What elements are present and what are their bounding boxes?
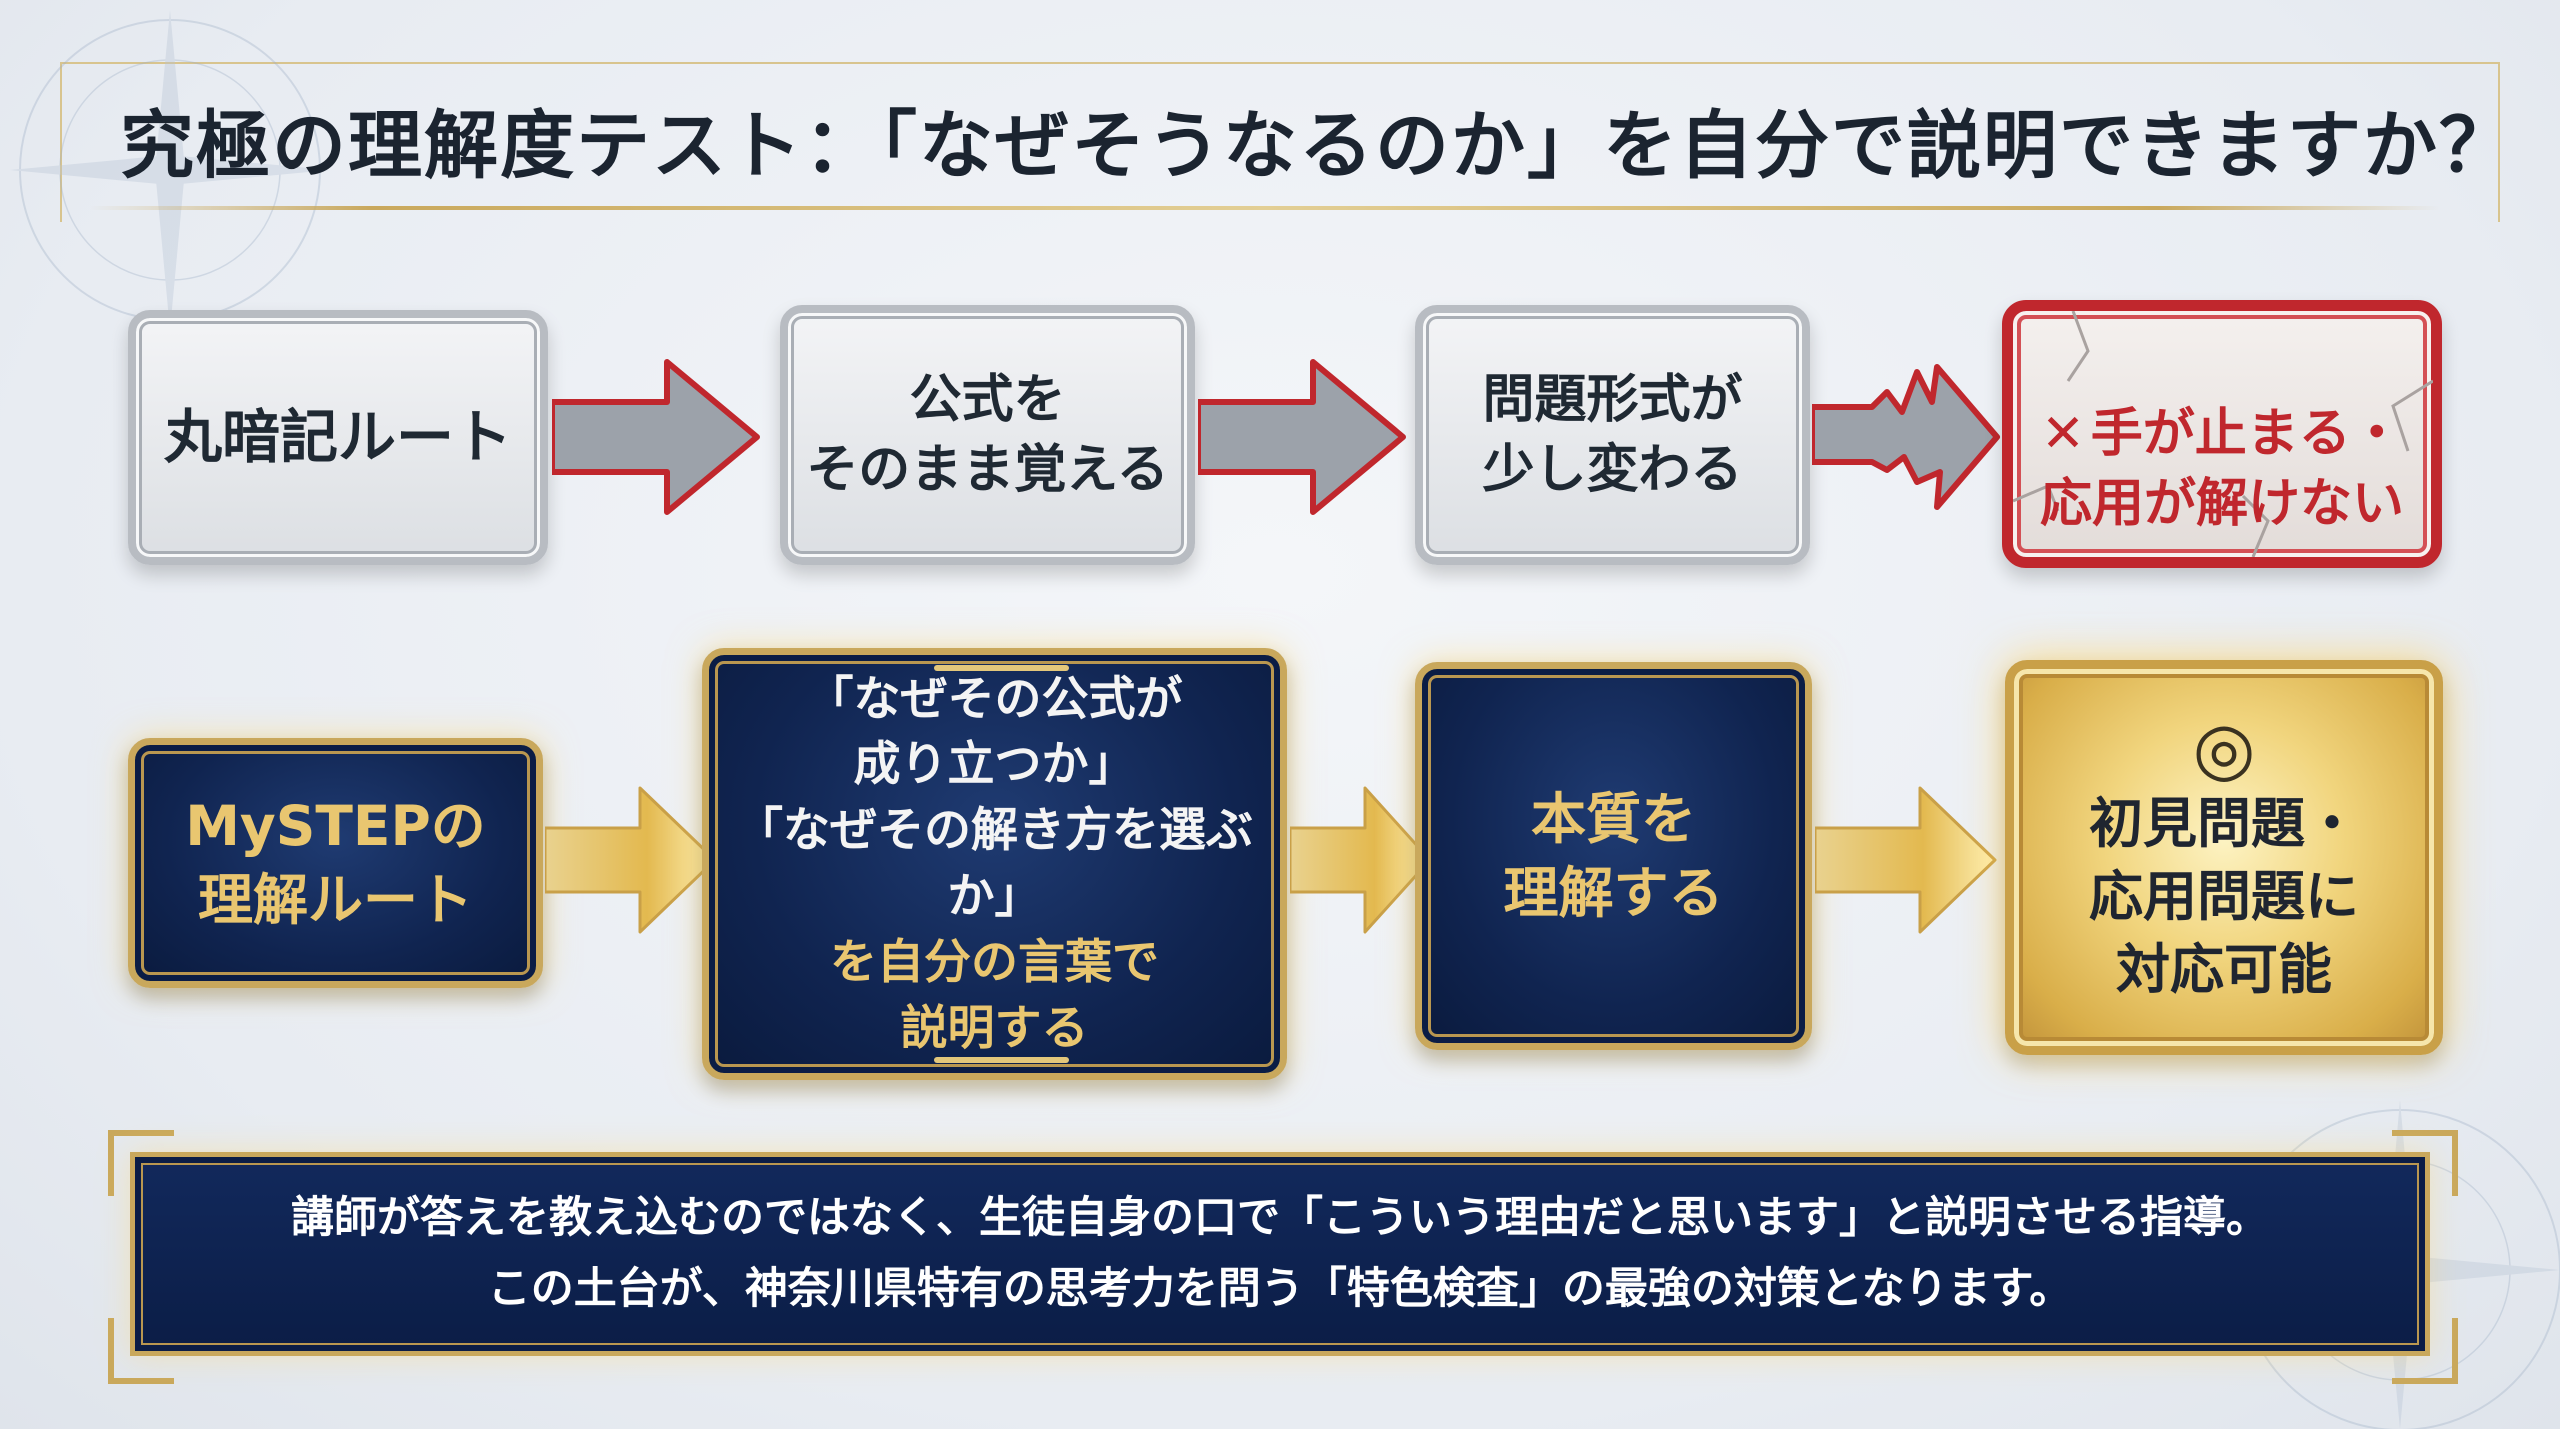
crack-lines-icon (2013, 311, 2433, 557)
corner-ornament (2392, 1318, 2458, 1384)
double-circle-icon: ◎ (2192, 705, 2256, 790)
frame-line-top (60, 62, 2500, 64)
mystep-explain-box: 「なぜその公式が 成り立つか」 「なぜその解き方を選ぶ か」 を自分の言葉で 説… (702, 648, 1287, 1080)
rote-step-format-change-box: 問題形式が 少し変わる (1415, 305, 1810, 565)
summary-panel: 講師が答えを教え込むのではなく、生徒自身の口で「こういう理由だと思います」と説明… (130, 1152, 2430, 1356)
broken-arrow-icon (1812, 364, 2000, 510)
arrow-right-icon (552, 359, 760, 515)
summary-line-1: 講師が答えを教え込むのではなく、生徒自身の口で「こういう理由だと思います」と説明… (291, 1193, 2269, 1244)
rote-step-format-change-label: 問題形式が 少し変わる (1482, 369, 1743, 500)
corner-ornament (108, 1130, 174, 1196)
title-divider (90, 206, 2440, 210)
summary-line-2: この土台が、神奈川県特有の思考力を問う「特色検査」の最強の対策となります。 (487, 1264, 2073, 1314)
frame-line-left (60, 62, 62, 222)
corner-ornament (2392, 1130, 2458, 1196)
corner-ornament (108, 1318, 174, 1384)
arrow-right-icon (1815, 786, 1997, 934)
glow-accent-bottom (934, 1057, 1069, 1063)
mystep-result-box: ◎ 初見問題・ 応用問題に 対応可能 (2005, 660, 2443, 1055)
arrow-right-icon (545, 786, 717, 934)
frame-line-right (2498, 62, 2500, 222)
arrow-right-icon (1198, 359, 1406, 515)
mystep-explain-lead: 「なぜその公式が 成り立つか」 「なぜその解き方を選ぶ か」 (736, 671, 1253, 924)
rote-result-label: 手が止まる・ 応用が解けない (2039, 403, 2404, 535)
mystep-essence-box: 本質を 理解する (1415, 662, 1812, 1050)
mystep-route-start-label: MySTEPの 理解ルート (185, 793, 486, 932)
rote-route-start-label: 丸暗記ルート (163, 403, 512, 472)
mystep-route-start-box: MySTEPの 理解ルート (128, 738, 543, 988)
mystep-essence-label: 本質を 理解する (1503, 786, 1724, 925)
glow-accent-top (934, 665, 1069, 671)
compass-rose-icon (10, 10, 330, 330)
rote-step-memorize-label: 公式を そのまま覚える (806, 369, 1169, 500)
rote-result-alert-box: ✕手が止まる・ 応用が解けない (2002, 300, 2442, 568)
page-title: 究極の理解度テスト：「なぜそうなるのか」を自分で説明できますか？ (120, 103, 2515, 189)
cross-mark-icon: ✕ (2041, 403, 2085, 464)
rote-route-start-box: 丸暗記ルート (128, 310, 548, 565)
rote-step-memorize-box: 公式を そのまま覚える (780, 305, 1195, 565)
mystep-result-label: 初見問題・ 応用問題に 対応可能 (2089, 791, 2359, 1001)
arrow-right-icon (1290, 786, 1432, 934)
mystep-explain-accent: を自分の言葉で 説明する (830, 934, 1159, 1056)
